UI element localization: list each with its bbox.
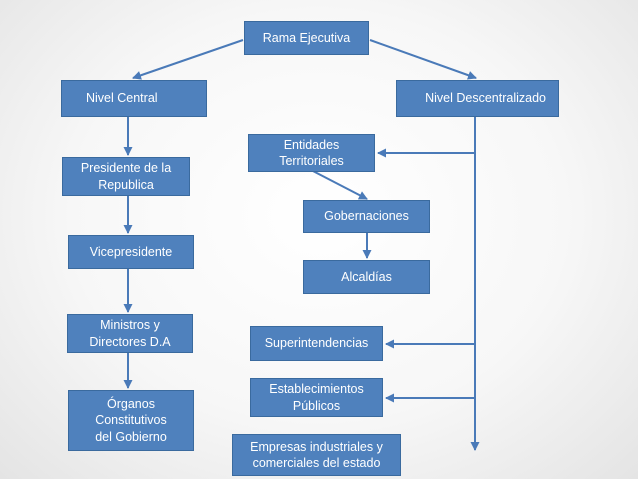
- node-nivel-descentralizado: Nivel Descentralizado: [396, 80, 559, 117]
- node-nivel-central: Nivel Central: [61, 80, 207, 117]
- node-entidades-territoriales: Entidades Territoriales: [248, 134, 375, 172]
- arrow-entidades-to-gobernaciones: [310, 169, 368, 200]
- node-gobernaciones: Gobernaciones: [303, 200, 430, 233]
- node-rama-ejecutiva: Rama Ejecutiva: [244, 21, 369, 55]
- node-organos: Órganos Constitutivos del Gobierno: [68, 390, 194, 451]
- node-vicepresidente: Vicepresidente: [68, 235, 194, 269]
- node-ministros: Ministros y Directores D.A: [67, 314, 193, 353]
- node-presidente: Presidente de la Republica: [62, 157, 190, 196]
- node-empresas: Empresas industriales y comerciales del …: [232, 434, 401, 476]
- arrow-root-to-central: [132, 39, 244, 80]
- node-alcaldias: Alcaldías: [303, 260, 430, 294]
- node-superintendencias: Superintendencias: [250, 326, 383, 361]
- node-establecimientos: Establecimientos Públicos: [250, 378, 383, 417]
- arrow-root-to-descentralizado: [369, 39, 477, 80]
